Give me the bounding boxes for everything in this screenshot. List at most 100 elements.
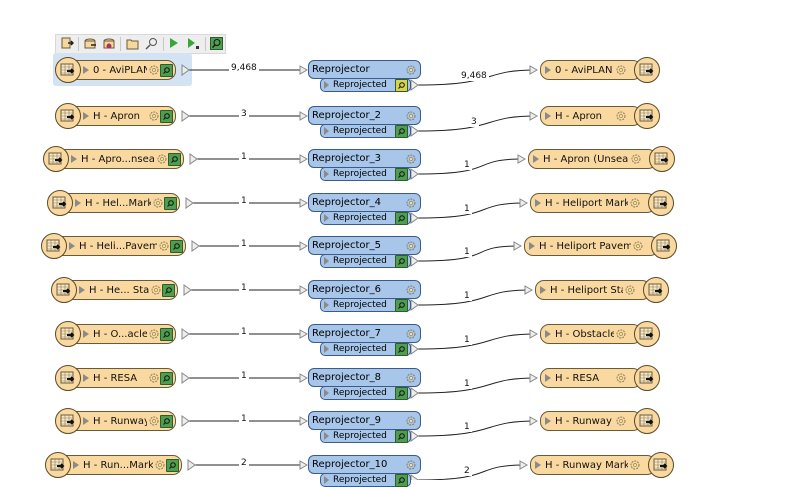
transformer-body[interactable]: Reprojector_5	[308, 236, 421, 255]
writer-node-body[interactable]: H - RESA	[540, 368, 642, 388]
inspect-icon[interactable]	[160, 371, 173, 385]
connection-line[interactable]	[416, 245, 521, 262]
connection-line[interactable]	[416, 464, 527, 480]
expand-triangle-icon[interactable]	[535, 461, 541, 469]
expand-triangle-icon[interactable]	[324, 81, 329, 89]
inspect-icon[interactable]	[395, 386, 408, 400]
reader-node-body[interactable]: H - Apron	[68, 106, 176, 126]
run-to-button[interactable]	[186, 36, 202, 52]
inspect-icon[interactable]	[160, 414, 173, 428]
gear-icon[interactable]	[147, 415, 160, 428]
expand-triangle-icon[interactable]	[540, 286, 546, 294]
reader-node-body[interactable]: H - RESA	[68, 368, 176, 388]
expand-triangle-icon[interactable]	[83, 374, 89, 382]
gear-icon[interactable]	[147, 64, 160, 77]
output-port[interactable]: Reprojected	[320, 298, 411, 312]
reader-node-body[interactable]: H - He... Stand	[64, 280, 178, 300]
connection-line[interactable]	[416, 333, 537, 350]
reader-node-body[interactable]: H - Hel...Marking	[60, 193, 180, 213]
expand-triangle-icon[interactable]	[69, 242, 75, 250]
expand-triangle-icon[interactable]	[545, 374, 551, 382]
writer-node-body[interactable]: H - Heliport Marking	[530, 193, 656, 213]
writer-node-body[interactable]: H - Heliport Stand	[535, 280, 651, 300]
reader-node-body[interactable]: H - O...acles	[68, 324, 176, 344]
expand-triangle-icon[interactable]	[75, 199, 81, 207]
reader-node-body[interactable]: H - Heli...Pavement	[54, 236, 186, 256]
transformer-body[interactable]: Reprojector_2	[308, 106, 421, 125]
gear-icon[interactable]	[147, 110, 160, 123]
inspect-icon[interactable]	[395, 429, 408, 443]
writer-node-body[interactable]: 0 - AviPLAN	[540, 60, 642, 80]
transformer-body[interactable]: Reprojector_3	[308, 149, 421, 168]
gear-icon[interactable]	[404, 283, 417, 296]
reader-node-body[interactable]: 0 - AviPLAN	[68, 60, 176, 80]
gear-icon[interactable]	[149, 284, 162, 297]
gear-icon[interactable]	[404, 371, 417, 384]
expand-triangle-icon[interactable]	[324, 214, 329, 222]
output-port[interactable]: Reprojected	[320, 167, 411, 181]
connection-line[interactable]	[416, 420, 537, 437]
writer-node-body[interactable]: H - Runway	[540, 411, 642, 431]
gear-icon[interactable]	[404, 152, 417, 165]
inspect-icon[interactable]	[395, 167, 408, 181]
gear-icon[interactable]	[614, 110, 627, 123]
inspect-icon[interactable]	[395, 298, 408, 312]
transformer-body[interactable]: Reprojector_10	[308, 455, 421, 474]
inspect-button[interactable]	[209, 36, 225, 52]
gear-icon[interactable]	[404, 458, 417, 471]
output-port[interactable]: Reprojected	[320, 254, 411, 268]
expand-triangle-icon[interactable]	[83, 330, 89, 338]
expand-triangle-icon[interactable]	[533, 155, 539, 163]
expand-triangle-icon[interactable]	[324, 345, 329, 353]
inspect-icon[interactable]	[395, 211, 408, 225]
expand-triangle-icon[interactable]	[545, 330, 551, 338]
gear-icon[interactable]	[614, 372, 627, 385]
inspect-icon[interactable]	[160, 327, 173, 341]
gear-icon[interactable]	[404, 196, 417, 209]
inspect-icon[interactable]	[170, 239, 183, 253]
gear-icon[interactable]	[614, 64, 627, 77]
gear-icon[interactable]	[628, 459, 641, 472]
writer-node-body[interactable]: H - Apron (Unsealed)	[528, 149, 657, 169]
gear-icon[interactable]	[631, 240, 644, 253]
transformer-body[interactable]: Reprojector_6	[308, 280, 421, 299]
connection-line[interactable]	[416, 377, 537, 394]
inspect-icon[interactable]	[160, 109, 173, 123]
gear-icon[interactable]	[151, 197, 164, 210]
feature-types-button[interactable]	[124, 36, 140, 52]
gear-icon[interactable]	[147, 328, 160, 341]
inspect-icon[interactable]	[166, 458, 179, 472]
connection-line[interactable]	[416, 289, 532, 306]
inspect-icon[interactable]	[168, 152, 181, 166]
run-button[interactable]	[167, 36, 183, 52]
reader-node-body[interactable]: H - Runway	[68, 411, 176, 431]
gear-icon[interactable]	[404, 239, 417, 252]
transformer-body[interactable]: Reprojector_7	[308, 324, 421, 343]
connection-line[interactable]	[416, 158, 525, 175]
gear-icon[interactable]	[628, 197, 641, 210]
inspect-icon[interactable]	[162, 283, 175, 297]
writer-node-body[interactable]: H - Heliport Pavement	[524, 236, 659, 256]
expand-triangle-icon[interactable]	[324, 432, 329, 440]
transformer-body[interactable]: Reprojector_9	[308, 411, 421, 430]
expand-triangle-icon[interactable]	[545, 112, 551, 120]
inspect-icon[interactable]	[164, 196, 177, 210]
inspect-icon[interactable]	[395, 254, 408, 268]
expand-triangle-icon[interactable]	[324, 257, 329, 265]
find-button[interactable]	[144, 36, 160, 52]
output-port[interactable]: Reprojected	[320, 473, 411, 487]
expand-triangle-icon[interactable]	[545, 66, 551, 74]
connection-line[interactable]	[416, 115, 537, 132]
expand-triangle-icon[interactable]	[71, 155, 77, 163]
gear-icon[interactable]	[157, 240, 170, 253]
writer-node-body[interactable]: H - Apron	[540, 106, 642, 126]
gear-icon[interactable]	[629, 153, 642, 166]
expand-triangle-icon[interactable]	[529, 242, 535, 250]
expand-triangle-icon[interactable]	[83, 112, 89, 120]
expand-triangle-icon[interactable]	[324, 170, 329, 178]
transformer-body[interactable]: Reprojector_8	[308, 368, 421, 387]
expand-triangle-icon[interactable]	[324, 476, 329, 484]
inspect-icon[interactable]	[395, 342, 408, 356]
reader-node-body[interactable]: H - Apro...nsealed)	[56, 149, 184, 169]
